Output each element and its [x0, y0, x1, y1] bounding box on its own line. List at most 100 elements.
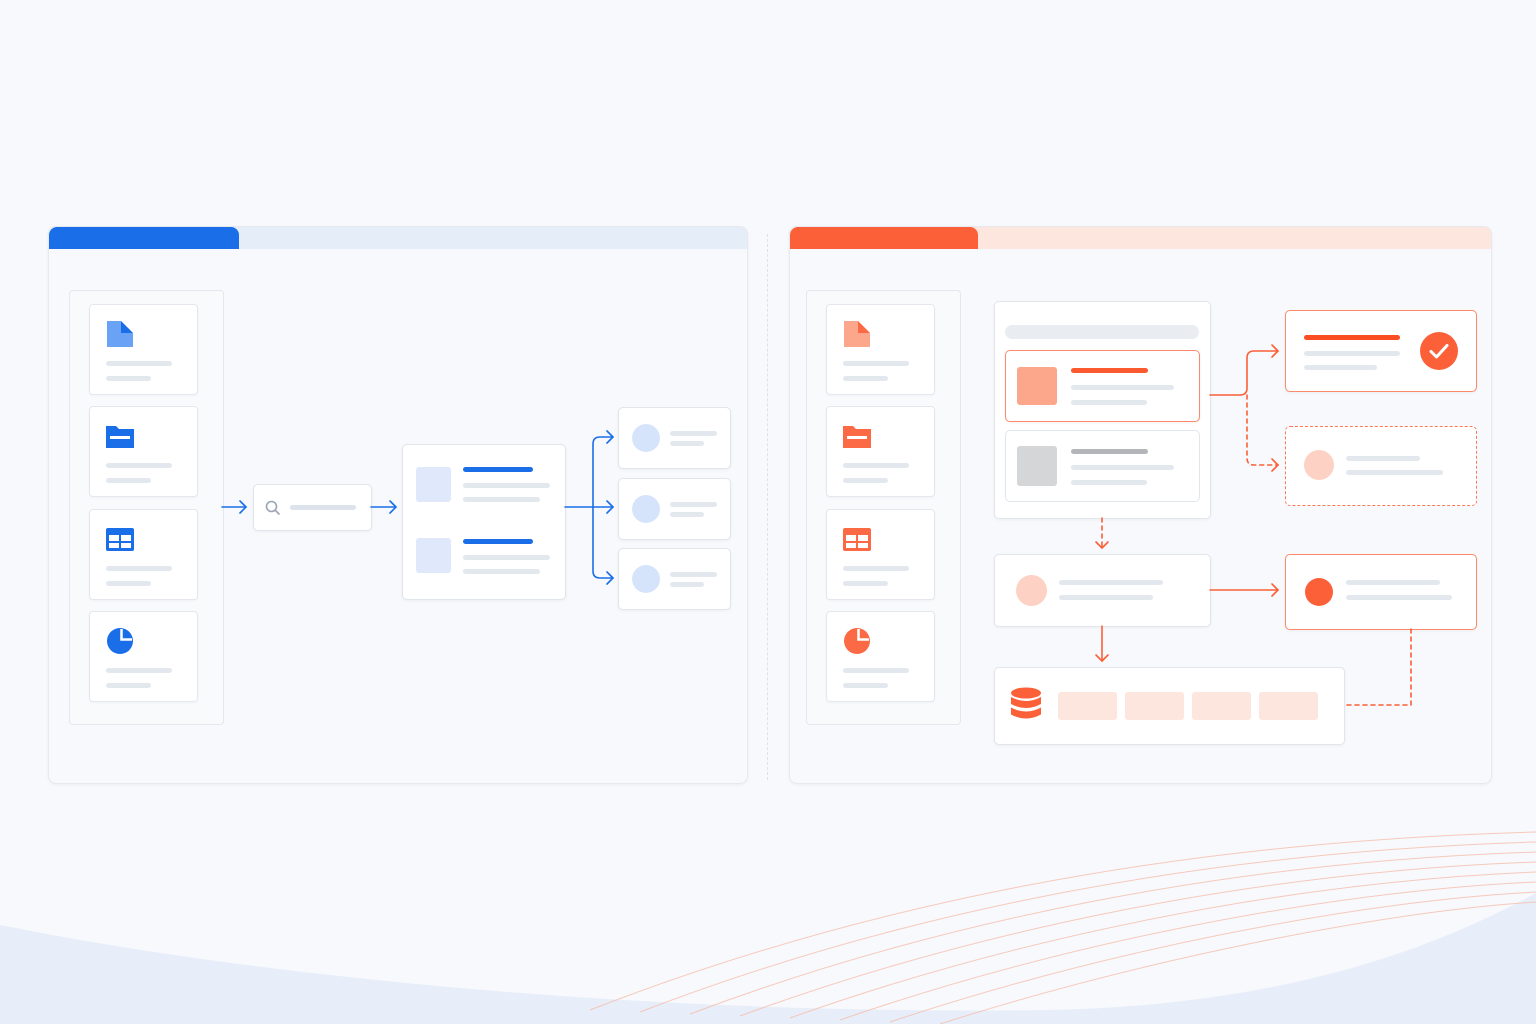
pie-chart-icon [844, 628, 870, 654]
document-icon [107, 321, 133, 347]
folder-icon [843, 426, 871, 448]
pending-line-placeholder [1346, 456, 1420, 461]
result-line-placeholder [463, 555, 550, 560]
source-card-table[interactable] [89, 509, 198, 600]
result-title-placeholder [463, 539, 533, 544]
source-label-placeholder [106, 463, 172, 468]
result-card[interactable] [1285, 554, 1477, 630]
source-label-placeholder [843, 361, 909, 366]
success-title-placeholder [1304, 335, 1400, 340]
success-line-placeholder [1304, 365, 1377, 370]
source-label-placeholder [843, 463, 909, 468]
output-line-placeholder [670, 431, 717, 436]
process-avatar [1016, 575, 1047, 606]
database-icon [1011, 687, 1041, 719]
source-card-table[interactable] [826, 509, 935, 600]
source-card-pie-chart[interactable] [826, 611, 935, 702]
source-sublabel-placeholder [843, 376, 888, 381]
source-label-placeholder [106, 361, 172, 366]
source-sublabel-placeholder [106, 478, 151, 483]
success-line-placeholder [1304, 351, 1400, 356]
source-card-document[interactable] [89, 304, 198, 395]
right-source-list [806, 290, 961, 725]
output-avatar [632, 424, 660, 452]
results-card [402, 444, 566, 600]
source-sublabel-placeholder [106, 581, 151, 586]
pending-avatar [1304, 450, 1334, 480]
pending-card[interactable] [1285, 426, 1477, 506]
unselected-item-line-placeholder [1071, 480, 1147, 485]
storage-slot [1125, 692, 1184, 720]
source-card-folder[interactable] [89, 406, 198, 497]
right-progress-bar [790, 227, 1491, 249]
unselected-item-title-placeholder [1071, 449, 1148, 454]
output-card-3[interactable] [618, 548, 731, 610]
result-line-placeholder [1346, 580, 1440, 585]
source-sublabel-placeholder [106, 376, 151, 381]
storage-card [994, 667, 1345, 745]
panel-divider [767, 234, 768, 780]
storage-slot [1058, 692, 1117, 720]
output-line-placeholder [670, 572, 717, 577]
selected-item[interactable] [1005, 350, 1200, 422]
check-circle-icon [1420, 332, 1458, 370]
output-avatar [632, 495, 660, 523]
source-sublabel-placeholder [106, 683, 151, 688]
selection-card [994, 301, 1211, 519]
result-title-placeholder [463, 467, 533, 472]
selection-header-placeholder [1005, 325, 1199, 339]
output-avatar [632, 565, 660, 593]
left-panel [48, 226, 748, 784]
document-icon [844, 321, 870, 347]
source-label-placeholder [843, 668, 909, 673]
selected-item-title-placeholder [1071, 368, 1148, 373]
output-line-placeholder [670, 512, 704, 517]
source-sublabel-placeholder [843, 581, 888, 586]
storage-slot [1192, 692, 1251, 720]
left-progress-bar [49, 227, 747, 249]
success-card[interactable] [1285, 310, 1477, 392]
unselected-item[interactable] [1005, 430, 1200, 502]
unselected-item-thumbnail [1017, 446, 1057, 486]
process-line-placeholder [1059, 595, 1153, 600]
unselected-item-line-placeholder [1071, 465, 1174, 470]
source-card-pie-chart[interactable] [89, 611, 198, 702]
left-source-list [69, 290, 224, 725]
right-progress-fill [790, 227, 978, 249]
folder-icon [106, 426, 134, 448]
result-thumbnail [416, 538, 451, 573]
output-line-placeholder [670, 582, 704, 587]
result-line-placeholder [463, 497, 540, 502]
process-card[interactable] [994, 554, 1211, 627]
output-card-2[interactable] [618, 478, 731, 540]
table-icon [106, 528, 134, 551]
search-box[interactable] [253, 484, 372, 531]
source-card-document[interactable] [826, 304, 935, 395]
result-thumbnail [416, 467, 451, 502]
source-label-placeholder [843, 566, 909, 571]
selected-item-thumbnail [1017, 367, 1057, 405]
table-icon [843, 528, 871, 551]
left-progress-fill [49, 227, 239, 249]
search-icon [265, 500, 281, 516]
source-sublabel-placeholder [843, 683, 888, 688]
pie-chart-icon [107, 628, 133, 654]
output-line-placeholder [670, 502, 717, 507]
source-label-placeholder [106, 668, 172, 673]
selected-item-line-placeholder [1071, 385, 1174, 390]
result-line-placeholder [1346, 595, 1452, 600]
source-sublabel-placeholder [843, 478, 888, 483]
process-line-placeholder [1059, 580, 1163, 585]
result-avatar [1305, 578, 1333, 606]
result-line-placeholder [463, 483, 550, 488]
pending-line-placeholder [1346, 470, 1443, 475]
search-query-placeholder [290, 505, 356, 510]
source-label-placeholder [106, 566, 172, 571]
storage-slot [1259, 692, 1318, 720]
result-line-placeholder [463, 569, 540, 574]
output-line-placeholder [670, 441, 704, 446]
source-card-folder[interactable] [826, 406, 935, 497]
selected-item-line-placeholder [1071, 400, 1147, 405]
output-card-1[interactable] [618, 407, 731, 469]
